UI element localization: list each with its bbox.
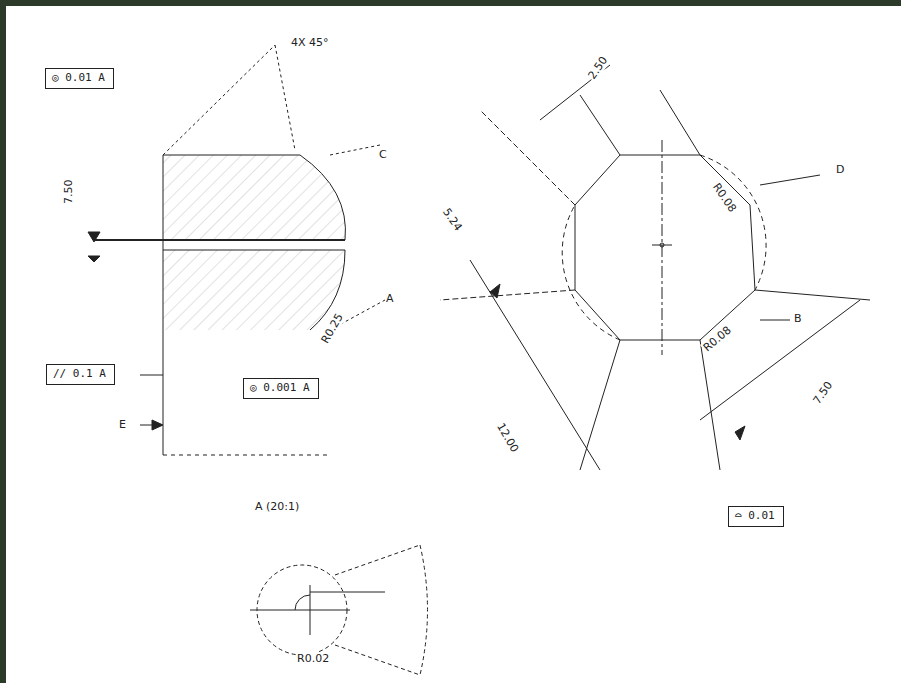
feature-control-frame: // 0.1 A	[46, 364, 115, 385]
dimension-text: R0.08	[709, 180, 739, 215]
dimension-text: 12.00	[494, 420, 522, 456]
frame-text: ⌓ 0.01	[729, 507, 783, 524]
dimension-text: 4X 45°	[290, 36, 330, 49]
feature-control-frame: ◎ 0.01 A	[45, 68, 114, 89]
datum-letter: B	[793, 312, 803, 325]
dimension-text: 5.24	[439, 205, 465, 234]
dimension-text: 2.50	[585, 53, 611, 82]
feature-control-frame: ⌓ 0.01	[728, 506, 784, 527]
frame-text: ◎ 0.001 A	[244, 379, 318, 396]
frame-text: ◎ 0.01 A	[46, 69, 113, 86]
dimension-text: R0.08	[700, 323, 735, 355]
dimension-text: 7.50	[62, 179, 75, 206]
drawing-sheet	[6, 6, 901, 683]
datum-letter: C	[378, 148, 388, 161]
datum-letter: D	[835, 163, 845, 176]
dimension-text: 7.50	[810, 378, 836, 407]
dimension-text: R0.02	[296, 652, 330, 665]
frame-text: // 0.1 A	[47, 365, 114, 382]
dimension-text: R0.25	[318, 310, 346, 346]
datum-letter: E	[118, 418, 127, 431]
datum-letter: A	[385, 292, 395, 305]
feature-control-frame: ◎ 0.001 A	[243, 378, 319, 399]
dimension-text: A (20:1)	[254, 500, 300, 513]
